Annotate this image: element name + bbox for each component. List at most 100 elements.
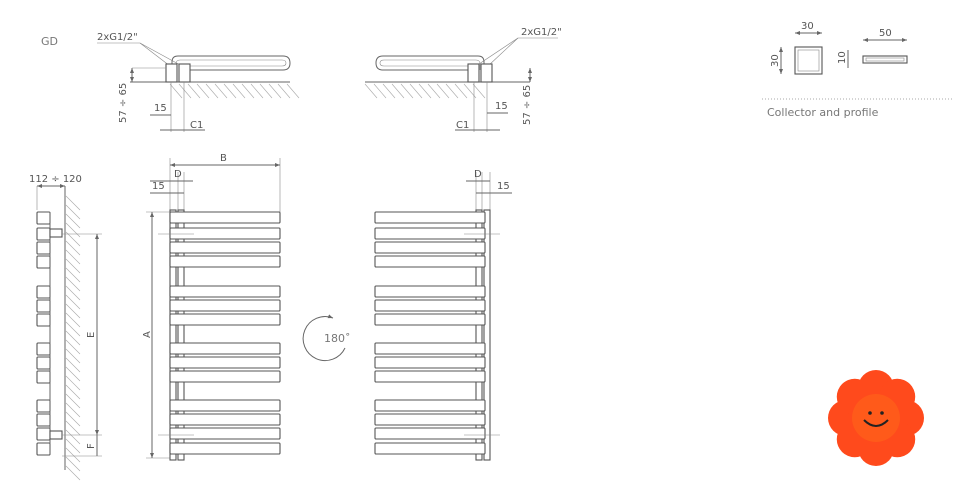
heating-bar [374,313,486,326]
hatch-line [65,267,81,283]
heating-bar [374,285,486,298]
hatch-line [400,83,414,99]
hatch-line [65,294,81,310]
heating-bar [169,313,281,326]
collector [483,209,491,461]
heating-bar [169,413,281,426]
side-bar [36,211,51,225]
front-view: B D 15 A [142,153,281,461]
dim-b: B [220,153,227,164]
side-bar [36,299,51,313]
hatch-line [65,402,81,418]
heating-bar [374,356,486,369]
hatch-line [65,312,81,328]
rotation-indicator: 180˚ [302,314,351,361]
collector-and-profile: 30 30 50 10 Collector and profile [762,21,953,119]
dim-height: 57 ÷ 65 [522,85,533,125]
hatch-line [214,83,228,99]
collector [177,209,185,461]
heating-bar [169,299,281,312]
hatch-line [65,384,81,400]
collector [475,209,483,461]
side-bar [36,285,51,299]
dim-a: A [142,331,153,338]
side-view: 112 ÷ 120 E F [29,174,102,481]
heating-bar [169,285,281,298]
hatch-line [65,285,81,301]
side-bar [36,427,51,441]
dim-d: D [474,169,482,180]
hatch-line [65,303,81,319]
collector-height: 30 [770,54,781,67]
hatch-line [65,465,81,481]
heating-bar [169,370,281,383]
hatch-line [409,83,423,99]
hatch-line [418,83,432,99]
heating-bar [374,399,486,412]
hatch-line [65,231,81,247]
hatch-line [169,83,183,99]
hatch-line [65,258,81,274]
hatch-line [65,213,81,229]
hatch-line [391,83,405,99]
hatch-line [250,83,264,99]
heating-bar [169,227,281,240]
hatch-line [65,276,81,292]
heating-bar [374,299,486,312]
hatch-line [232,83,246,99]
dim-e: E [86,332,97,338]
dim-f: F [86,443,97,449]
heating-bar [169,211,281,224]
hatch-line [454,83,468,99]
heating-bar [374,211,486,224]
heating-bar [374,255,486,268]
hatch-line [223,83,237,99]
hatch-line [364,83,378,99]
hatch-line [268,83,282,99]
heating-bar [169,241,281,254]
hatch-line [65,321,81,337]
heating-bar [169,356,281,369]
side-bar [36,241,51,255]
model-label: GD [41,35,58,48]
heating-bar [374,427,486,440]
heating-bar [169,255,281,268]
dim-15: 15 [497,181,510,192]
hatch-line [65,330,81,346]
heating-bar [374,342,486,355]
heating-bar [169,442,281,455]
hatch-line [436,83,450,99]
top-view-right: 2xG1/2" 57 ÷ 65 15 C1 [364,27,562,132]
hatch-line [65,222,81,238]
dim-offset: 15 [495,101,508,112]
hatch-line [65,204,81,220]
heating-bar [374,413,486,426]
logo-eye [880,411,884,415]
logo-eye [868,411,872,415]
hatch-line [65,240,81,256]
side-bar [36,342,51,356]
hatch-line [445,83,459,99]
top-view-left: 2xG1/2" 57 ÷ 65 15 C1 [97,32,300,132]
dim-15: 15 [152,181,165,192]
side-bar [36,413,51,427]
hatch-line [65,393,81,409]
hatch-line [277,83,291,99]
hatch-line [65,411,81,427]
hatch-line [65,438,81,454]
logo-smile [863,419,889,427]
heating-bar [169,342,281,355]
profile-width: 50 [879,28,892,39]
hatch-line [259,83,273,99]
hatch-line [65,375,81,391]
dim-c1: C1 [456,120,469,131]
side-bar [36,399,51,413]
rotation-label: 180˚ [324,332,351,345]
hatch-line [65,456,81,472]
dim-c1: C1 [190,120,203,131]
hatch-line [65,195,81,211]
hatch-line [65,447,81,463]
side-bar [36,255,51,269]
hatch-line [65,348,81,364]
